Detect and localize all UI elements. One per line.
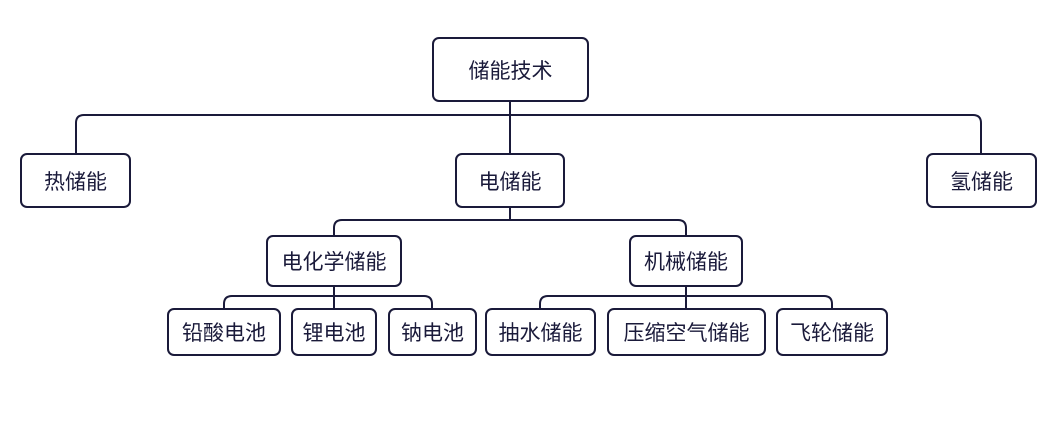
node-label: 抽水储能: [498, 321, 583, 345]
node-label: 钠电池: [401, 321, 464, 345]
node-label: 电储能: [478, 169, 542, 194]
node-label: 锂电池: [302, 321, 366, 345]
node-lead-acid-battery[interactable]: 铅酸电池: [167, 308, 281, 356]
node-label: 铅酸电池: [182, 321, 266, 345]
node-label: 储能技术: [468, 58, 553, 83]
connector-mechanical-to-types: [539, 287, 833, 308]
node-hydrogen-storage[interactable]: 氢储能: [926, 153, 1037, 208]
connector-root-to-level1: [75, 102, 982, 153]
node-pumped-hydro-storage[interactable]: 抽水储能: [485, 308, 596, 356]
connector-electric-to-level2: [333, 208, 687, 235]
node-electrical-storage[interactable]: 电储能: [455, 153, 565, 208]
node-label: 机械储能: [644, 250, 728, 274]
node-label: 压缩空气储能: [623, 321, 750, 345]
node-lithium-battery[interactable]: 锂电池: [291, 308, 377, 356]
node-energy-storage-technology[interactable]: 储能技术: [432, 37, 589, 102]
node-mechanical-storage[interactable]: 机械储能: [629, 235, 743, 287]
node-thermal-storage[interactable]: 热储能: [20, 153, 131, 208]
node-flywheel-storage[interactable]: 飞轮储能: [776, 308, 888, 356]
node-label: 电化学储能: [281, 250, 387, 274]
node-label: 热储能: [44, 169, 107, 194]
node-label: 氢储能: [950, 169, 1013, 194]
node-label: 飞轮储能: [790, 321, 874, 345]
node-compressed-air-storage[interactable]: 压缩空气储能: [607, 308, 766, 356]
node-electrochemical-storage[interactable]: 电化学储能: [266, 235, 402, 287]
node-sodium-battery[interactable]: 钠电池: [388, 308, 477, 356]
connector-electrochemical-to-batteries: [223, 287, 433, 308]
